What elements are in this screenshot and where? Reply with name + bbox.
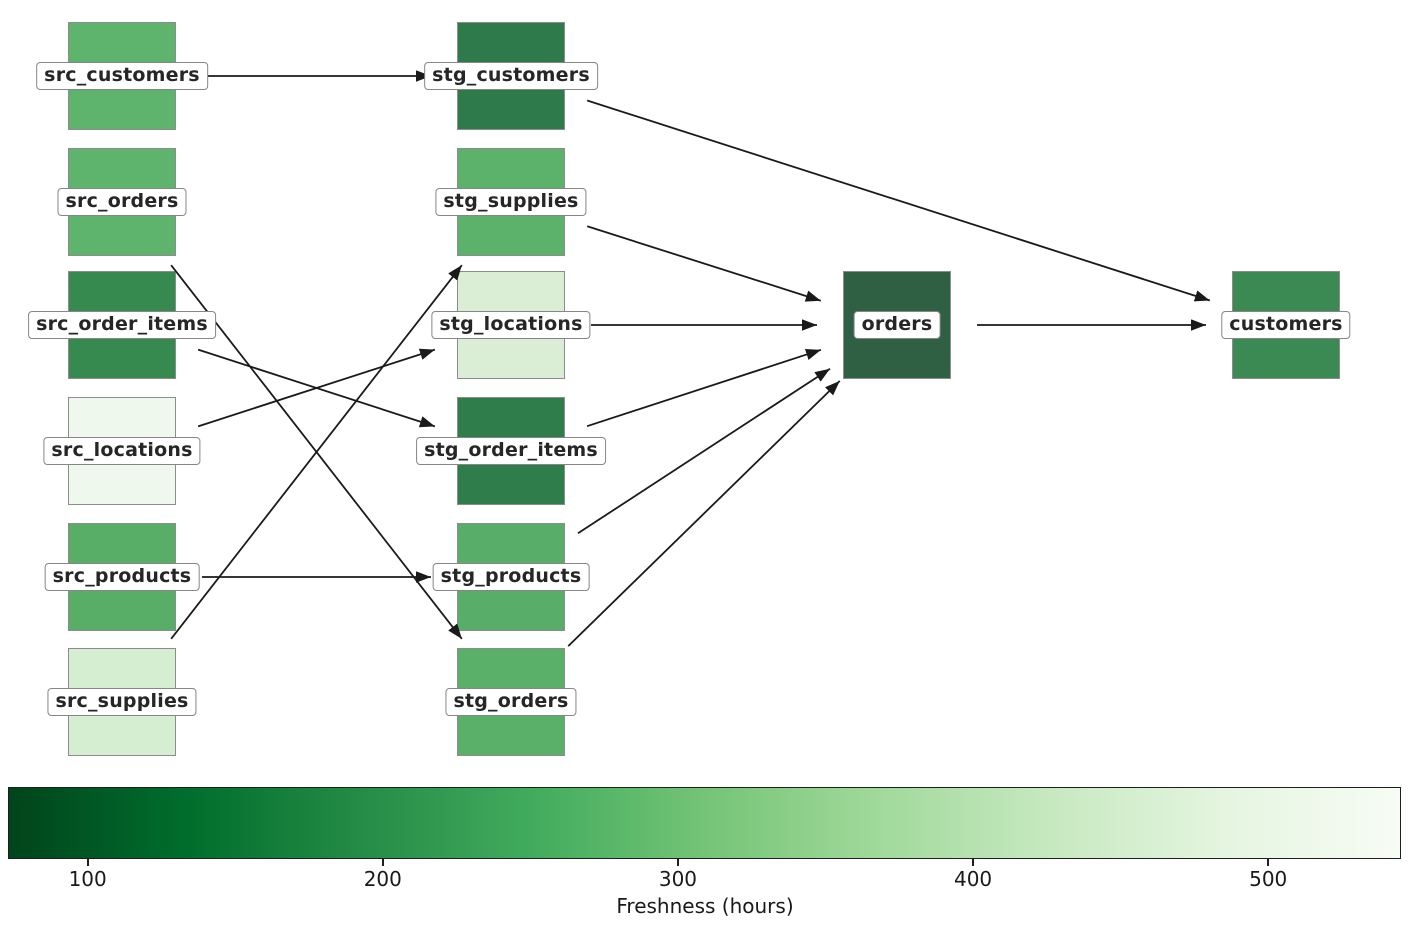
edge-src_supplies-to-stg_supplies (170, 264, 463, 640)
edge-stg_supplies-to-orders (586, 225, 822, 302)
colorbar-axis-label: Freshness (hours) (616, 894, 794, 918)
edge-stg_orders-to-orders (567, 380, 841, 647)
edge-stg_products-to-orders (577, 367, 831, 535)
colorbar-gradient (8, 787, 1401, 859)
edge-stg_customers-to-customers (586, 99, 1211, 302)
edge-src_locations-to-stg_locations (197, 348, 436, 428)
edge-stg_order_items-to-orders (586, 348, 822, 428)
